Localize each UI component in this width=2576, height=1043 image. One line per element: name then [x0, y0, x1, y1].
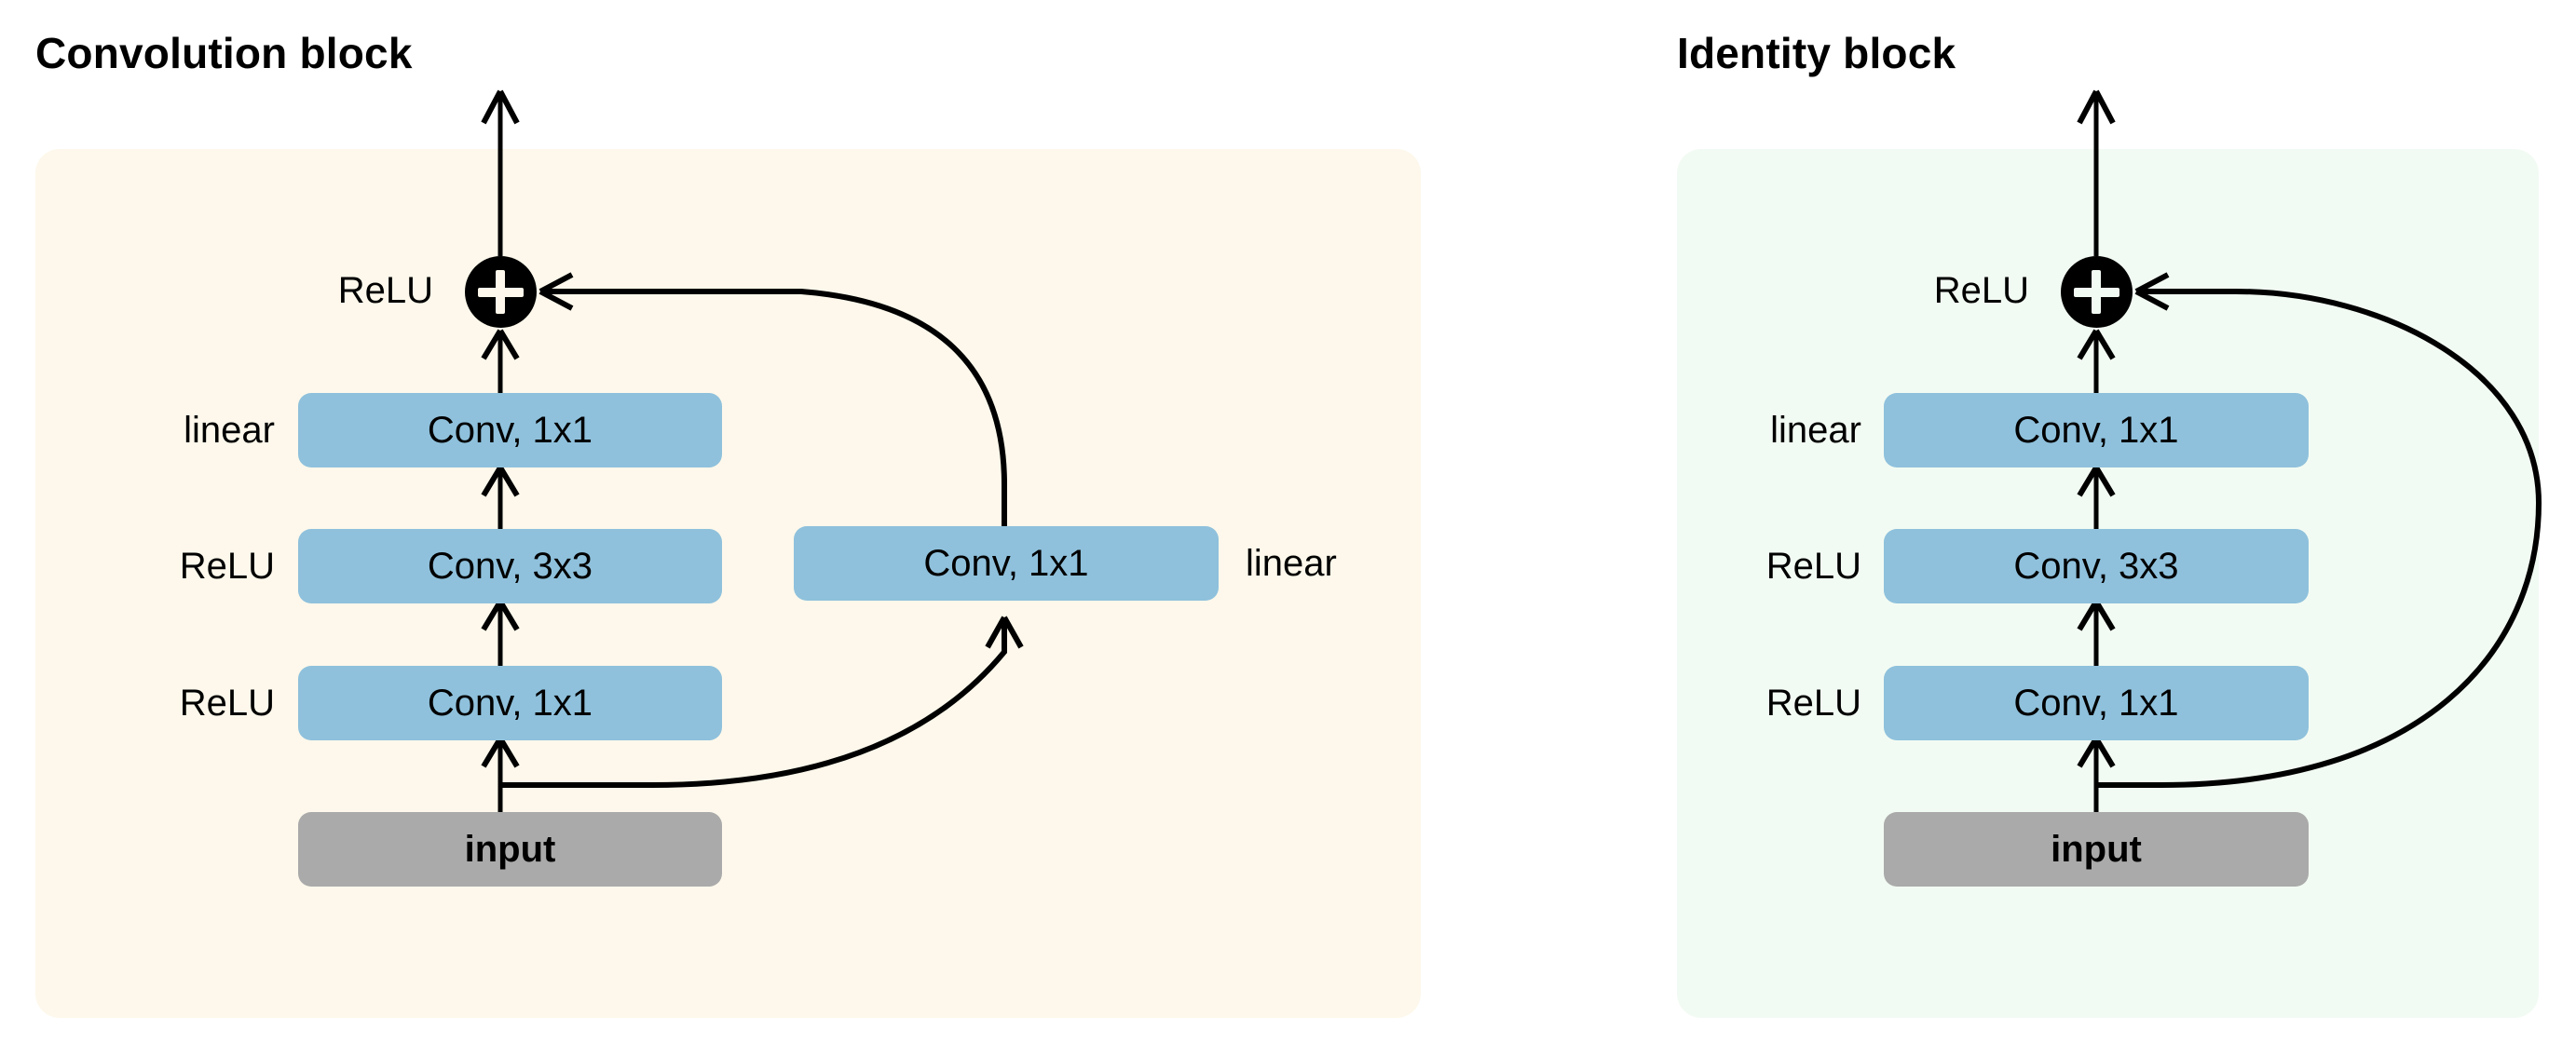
plus-icon-vertical-bar — [2092, 270, 2101, 314]
conv-block-merge-relu-label: ReLU — [337, 270, 433, 311]
conv-block-node-input[interactable]: input — [298, 812, 722, 887]
identity-block-label-relu-bottom: ReLU — [1765, 683, 1861, 724]
identity-block-title: Identity block — [1677, 29, 1956, 77]
convolution-block-title: Convolution block — [35, 29, 413, 77]
conv-block-label-relu-mid: ReLU — [179, 546, 275, 587]
conv-block-label-linear-top: linear — [184, 410, 275, 451]
conv-block-label-relu-bottom: ReLU — [179, 683, 275, 724]
identity-block-node-conv3x3[interactable]: Conv, 3x3 — [1884, 529, 2309, 603]
conv-block-node-conv1x1-top[interactable]: Conv, 1x1 — [298, 393, 722, 467]
conv-block-node-conv3x3[interactable]: Conv, 3x3 — [298, 529, 722, 603]
identity-block-label-relu-mid: ReLU — [1765, 546, 1861, 587]
identity-block-node-input[interactable]: input — [1884, 812, 2309, 887]
conv-block-shortcut-label-linear: linear — [1246, 543, 1337, 584]
conv-block-add-node — [465, 256, 537, 328]
plus-icon-vertical-bar — [496, 270, 505, 314]
conv-block-node-conv1x1-bottom[interactable]: Conv, 1x1 — [298, 666, 722, 740]
identity-block-label-linear-top: linear — [1770, 410, 1861, 451]
identity-block-add-node — [2061, 256, 2133, 328]
identity-block-merge-relu-label: ReLU — [1933, 270, 2029, 311]
identity-block-node-conv1x1-bottom[interactable]: Conv, 1x1 — [1884, 666, 2309, 740]
identity-block-node-conv1x1-top[interactable]: Conv, 1x1 — [1884, 393, 2309, 467]
conv-block-shortcut-node-conv1x1[interactable]: Conv, 1x1 — [794, 526, 1219, 601]
